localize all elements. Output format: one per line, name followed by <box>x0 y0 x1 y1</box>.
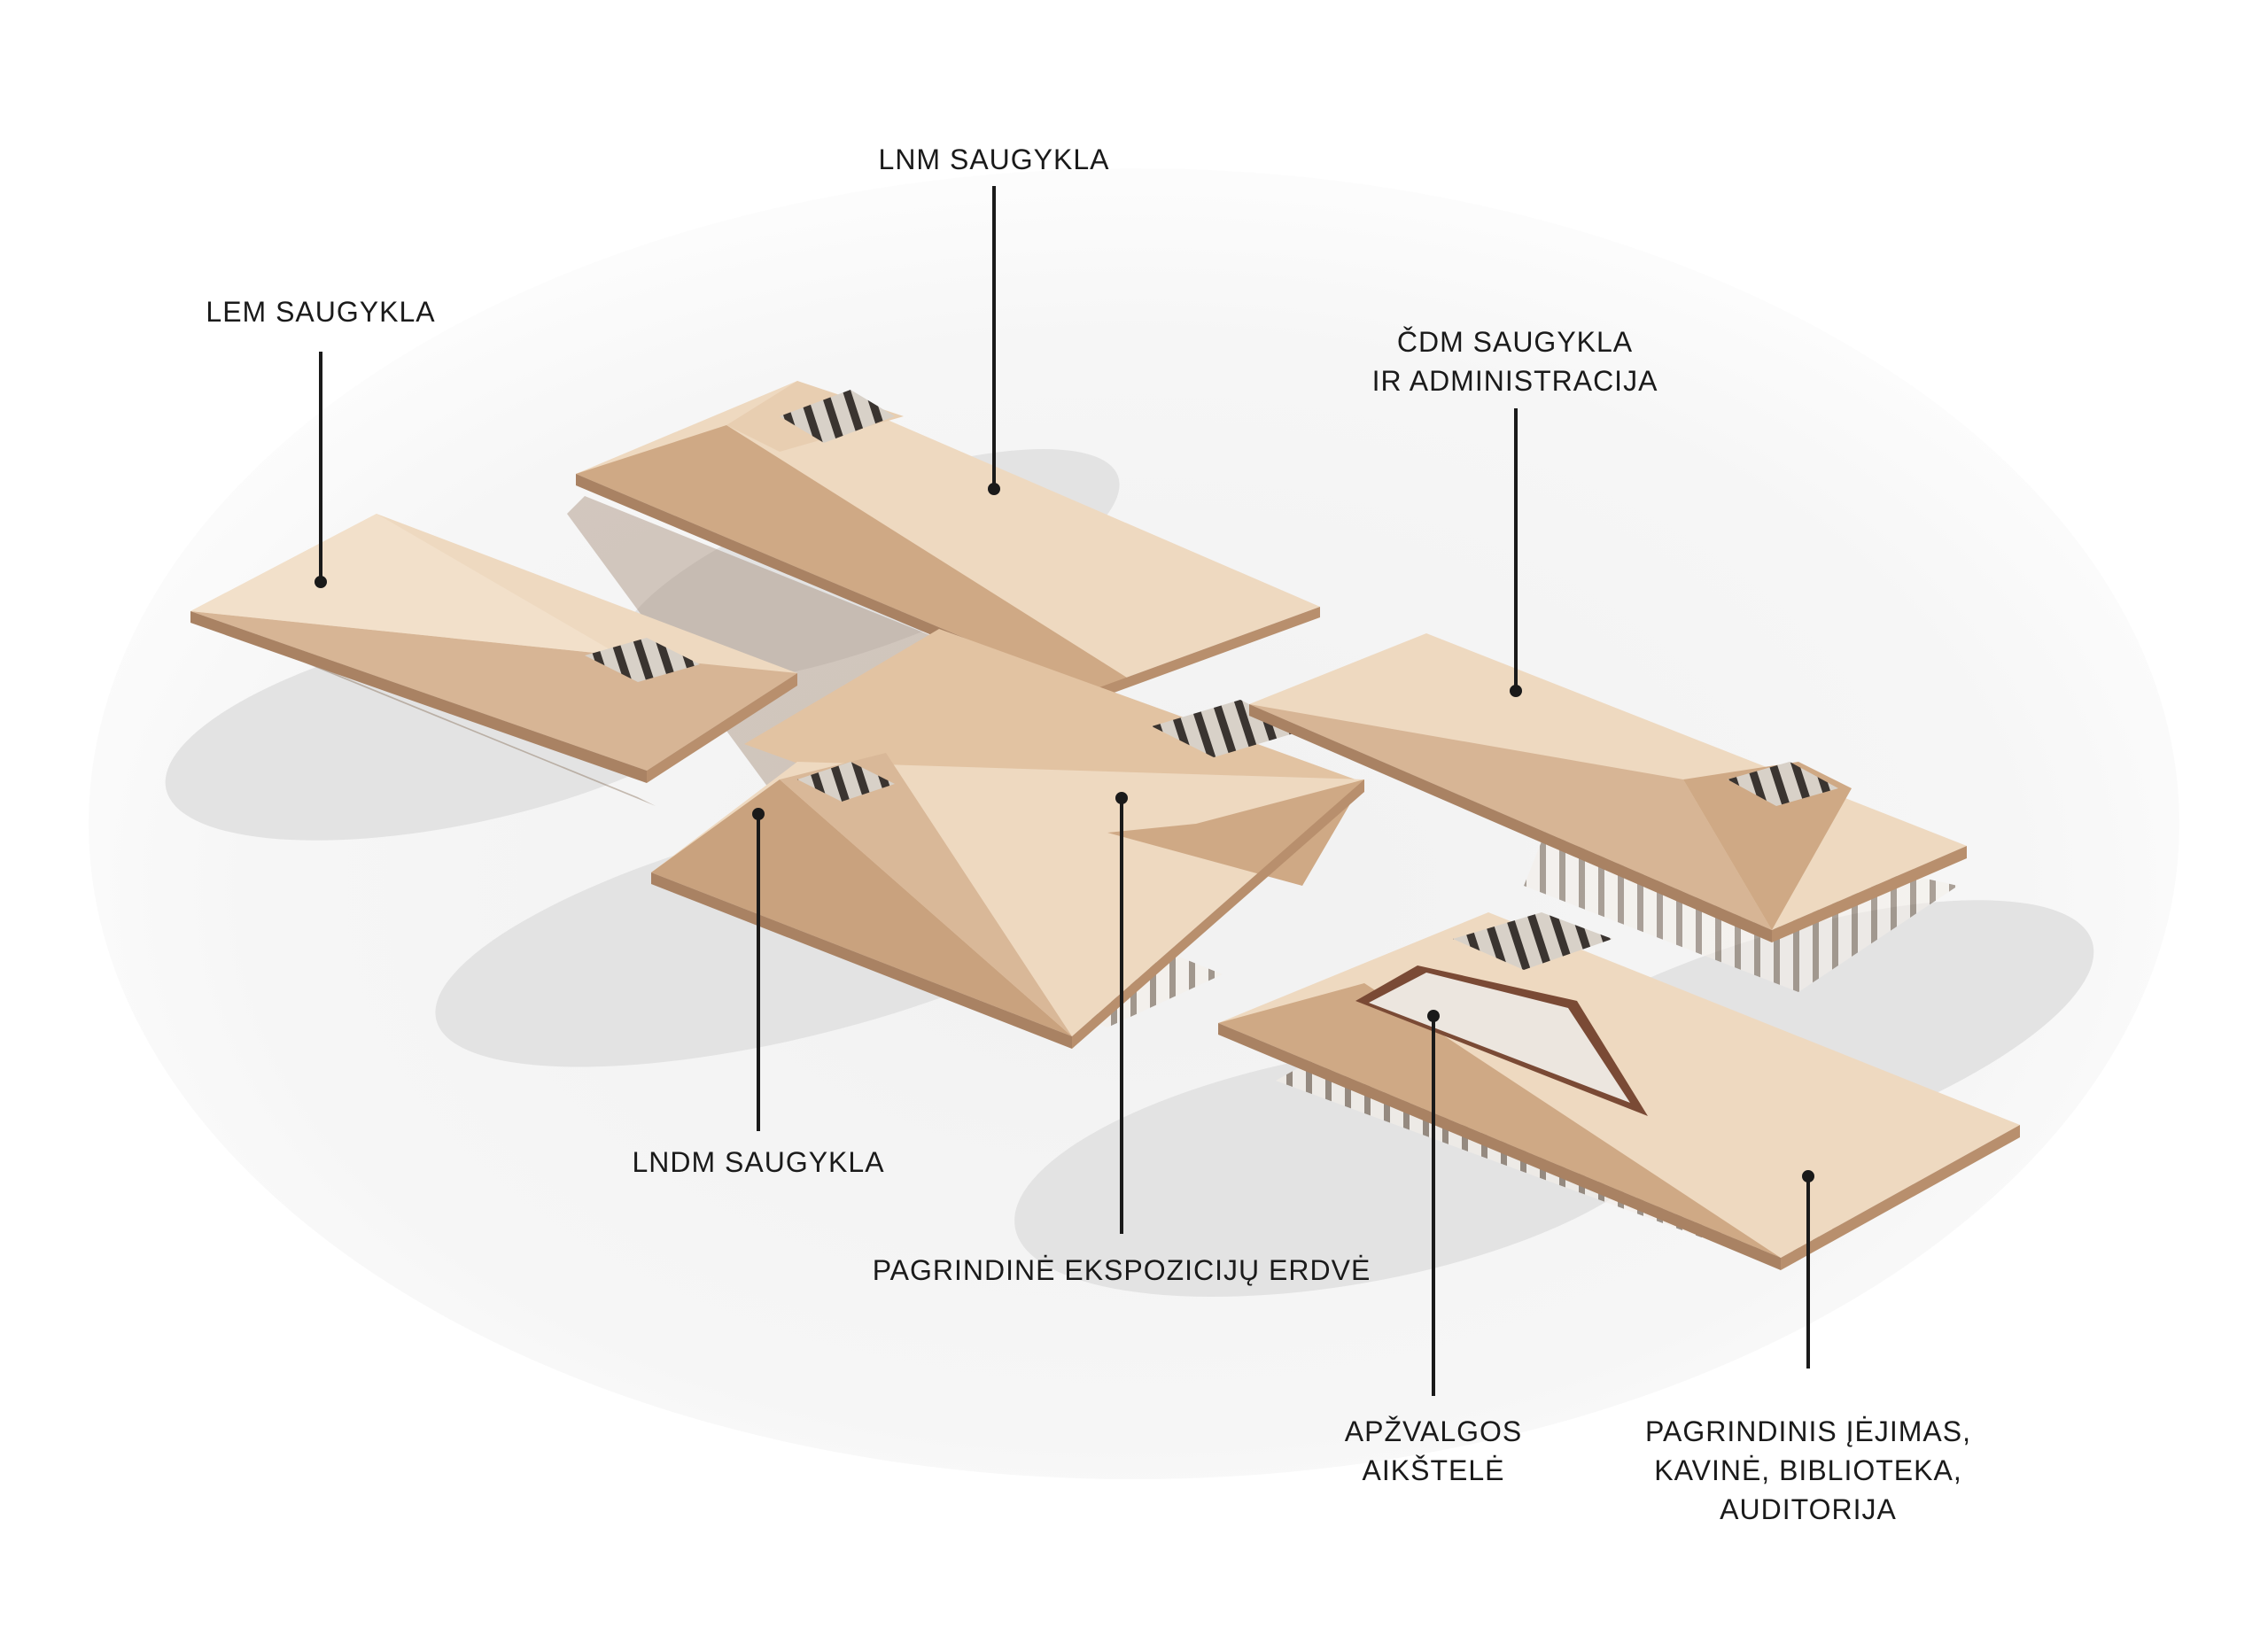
label-cdm-line-2: IR ADMINISTRACIJA <box>1371 365 1658 397</box>
label-lnm-line-1: LNM SAUGYKLA <box>878 143 1110 175</box>
leader-cdm <box>1510 408 1522 697</box>
lndm-building <box>651 753 1364 1049</box>
label-cdm-line-1: ČDM SAUGYKLA <box>1396 326 1634 358</box>
label-cdm-saugykla: ČDM SAUGYKLA IR ADMINISTRACIJA <box>1329 322 1701 400</box>
leader-iejimas <box>1802 1170 1814 1369</box>
label-lndm-saugykla: LNDM SAUGYKLA <box>617 1143 900 1182</box>
label-iejimas-line-2: KAVINĖ, BIBLIOTEKA, <box>1654 1454 1962 1486</box>
label-lnm-saugykla: LNM SAUGYKLA <box>861 140 1127 179</box>
label-lem-line-1: LEM SAUGYKLA <box>206 296 436 328</box>
leader-ekspozicija <box>1115 792 1128 1234</box>
leader-lnm <box>988 186 1000 495</box>
label-apzvalgos-aikstele: APŽVALGOS AIKŠTELĖ <box>1301 1412 1566 1490</box>
cdm-building <box>1249 633 1967 992</box>
leader-lines <box>315 186 1814 1396</box>
label-ekspozicija: PAGRINDINĖ EKSPOZICIJŲ ERDVĖ <box>812 1251 1432 1290</box>
label-lndm-line-1: LNDM SAUGYKLA <box>632 1146 885 1178</box>
label-lem-saugykla: LEM SAUGYKLA <box>188 292 454 331</box>
lem-building <box>190 514 797 806</box>
label-apzvalga-line-1: APŽVALGOS <box>1344 1415 1523 1447</box>
label-apzvalga-line-2: AIKŠTELĖ <box>1362 1454 1505 1486</box>
label-iejimas-line-1: PAGRINDINIS ĮĖJIMAS, <box>1645 1415 1971 1447</box>
label-pagrindinis-iejimas: PAGRINDINIS ĮĖJIMAS, KAVINĖ, BIBLIOTEKA,… <box>1600 1412 2016 1529</box>
leader-lndm <box>752 808 765 1131</box>
leader-lem <box>315 352 327 588</box>
label-ekspozicija-line-1: PAGRINDINĖ EKSPOZICIJŲ ERDVĖ <box>872 1254 1371 1286</box>
label-iejimas-line-3: AUDITORIJA <box>1720 1493 1897 1525</box>
leader-apzvalga <box>1427 1010 1440 1396</box>
